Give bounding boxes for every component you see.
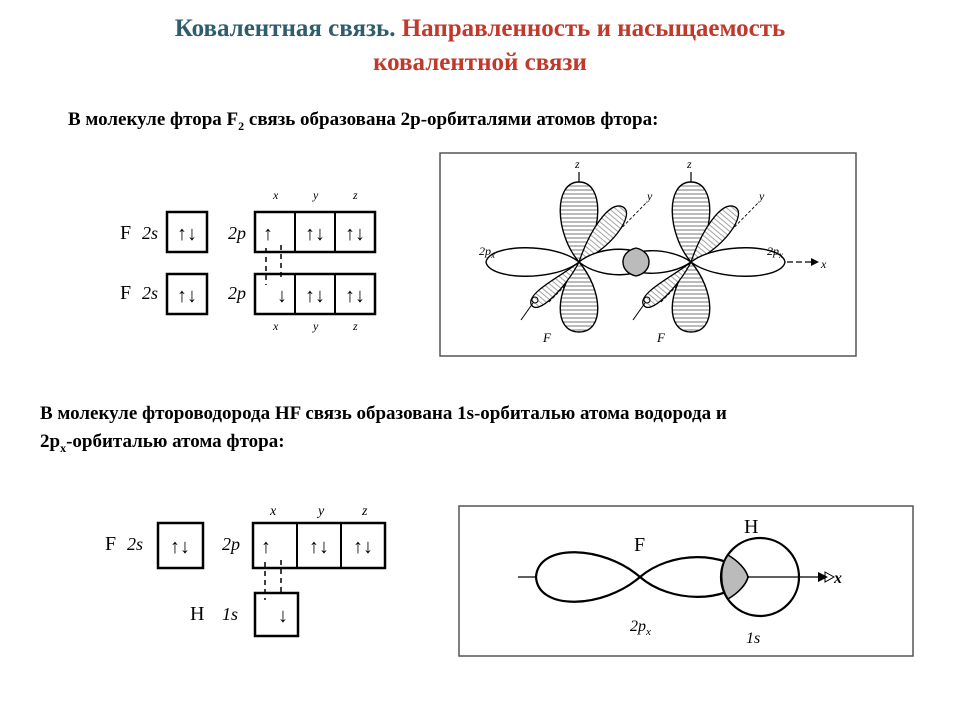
f2-atom2-2px-electrons: ↓: [277, 285, 287, 307]
f2-atom2-2s-electrons: ↑↓: [177, 285, 197, 307]
hf-orbital-diagram: x F H 2px 1s: [458, 505, 914, 657]
f2-atom1-2s-electrons: ↑↓: [177, 223, 197, 245]
f2-description: В молекуле фтора F2 связь образована 2р-…: [68, 106, 658, 140]
f2-atom1-2s-cell: [165, 210, 209, 254]
f2-axis-z-bottom: z: [352, 319, 358, 333]
f2-atom2-label: F: [120, 282, 131, 304]
hf-2s-label: 2s: [127, 534, 143, 554]
f2-atom1-2s-label: 2s: [142, 223, 158, 243]
f2-atom1-px-left-lobe: [485, 247, 581, 277]
hf-orbital-f-label: F: [634, 534, 645, 556]
title-part2: Направленность и насыщаемость: [401, 15, 786, 42]
hf-axis-z: z: [361, 504, 368, 519]
hf-2s-cell: [156, 521, 205, 570]
f2-axis-y-bottom: y: [312, 319, 319, 333]
f2-atom2-2p-cells: [253, 272, 377, 316]
hf-1s-label: 1s: [222, 604, 238, 624]
hf-axis-y: y: [316, 504, 325, 519]
f2-atom2-symbol: F: [656, 330, 666, 345]
f2-overlap-region: [622, 247, 650, 277]
f2-atom2-y-label: y: [758, 189, 765, 203]
hf-2p-label: 2p: [222, 534, 240, 554]
f2-atom2-orbitals: z y F: [622, 157, 786, 345]
hf-x-axis-arrow: [818, 572, 828, 582]
hf-2pz-electrons: ↑↓: [353, 536, 373, 558]
f2-atom1-2pz-electrons: ↑↓: [345, 223, 365, 245]
hf-overlap-region: [720, 553, 749, 601]
f2-text-a: В молекуле фтора F: [68, 109, 239, 130]
hf-1s-cell: [253, 591, 300, 638]
f2-axis-y: y: [312, 188, 319, 202]
f2-atom1-y-label: y: [646, 189, 653, 203]
hf-2s-electrons: ↑↓: [170, 536, 190, 558]
hf-text-a: В молекуле фтороводорода HF связь образо…: [40, 403, 727, 424]
f2-atom1-orbitals: z y F: [485, 157, 653, 345]
f2-atom2-2s-cell: [165, 272, 209, 316]
f2-atom2-2p-label: 2p: [228, 283, 246, 303]
f2-px-label-right: 2px: [767, 244, 783, 260]
f2-atom2-z-label: z: [686, 157, 692, 171]
f2-x-axis-arrow: [811, 258, 819, 266]
f2-px-label-left: 2px: [479, 244, 495, 260]
page-title: Ковалентная связь. Направленность и насы…: [0, 12, 960, 80]
hf-orbital-frame: [458, 505, 914, 657]
f2-axis-z: z: [352, 188, 358, 202]
title-sep: .: [389, 15, 402, 42]
f2-atom1-py-back-lobe: [577, 205, 628, 264]
hf-1s-electrons: ↓: [278, 605, 288, 627]
hf-f-2px-left-lobe: [534, 551, 642, 603]
hf-axis-x: x: [269, 504, 277, 519]
f2-axis-x: x: [272, 188, 279, 202]
hf-1s-orbital-label: 1s: [746, 630, 760, 647]
f2-atom1-label: F: [120, 222, 131, 244]
f2-text-b: связь образована 2р-орбиталями атомов фт…: [244, 109, 659, 130]
f2-atom1-2p-cells: [253, 210, 377, 254]
hf-x-axis-label: x: [833, 570, 842, 587]
f2-atom2-py-back-lobe: [689, 205, 740, 264]
hf-orbital-h-label: H: [744, 516, 758, 538]
f2-atom2-py-front-lobe: [642, 261, 692, 308]
hf-text-b: 2px-орбиталью атома фтора:: [40, 431, 285, 455]
f2-atom1-py-front-lobe: [530, 261, 580, 308]
title-line2: ковалентной связи: [373, 49, 587, 76]
hf-cell-diagram: x y z F 2s ↑↓ 2p ↑ ↑↓ ↑↓ H 1s ↓: [105, 504, 387, 638]
hf-2px-electrons: ↑: [261, 536, 271, 558]
hf-atom-f-label: F: [105, 533, 116, 555]
f2-atom2-pz-lower-lobe: [671, 260, 711, 333]
hf-atom-h-label: H: [190, 603, 204, 625]
f2-atom1-z-label: z: [574, 157, 580, 171]
f2-atom2-px-right-lobe: [689, 247, 786, 277]
hf-2px-orbital-label: 2px: [630, 618, 651, 638]
f2-cell-diagram: x y z F 2s ↑↓ 2p ↑ ↑↓ ↑↓ F 2s ↑↓ 2p ↓ ↑↓…: [120, 188, 377, 333]
f2-x-axis-label: x: [820, 257, 827, 271]
f2-atom1-2px-electrons: ↑: [263, 223, 273, 245]
f2-atom1-symbol: F: [542, 330, 552, 345]
f2-atom1-pz-lower-lobe: [559, 260, 599, 333]
f2-orbital-diagram: x z y F z y F 2px 2px: [439, 152, 857, 357]
title-part1: Ковалентная связь: [174, 15, 390, 42]
f2-atom2-2pz-electrons: ↑↓: [345, 285, 365, 307]
f2-subscript: 2: [238, 118, 245, 133]
f2-atom2-2s-label: 2s: [142, 283, 158, 303]
hf-2py-electrons: ↑↓: [309, 536, 329, 558]
f2-axis-x-bottom: x: [272, 319, 279, 333]
hf-description: В молекуле фтороводорода HF связь образо…: [40, 400, 727, 462]
hf-2p-cells: [251, 521, 387, 570]
f2-atom1-2py-electrons: ↑↓: [305, 223, 325, 245]
f2-atom2-2py-electrons: ↑↓: [305, 285, 325, 307]
f2-atom1-2p-label: 2p: [228, 223, 246, 243]
